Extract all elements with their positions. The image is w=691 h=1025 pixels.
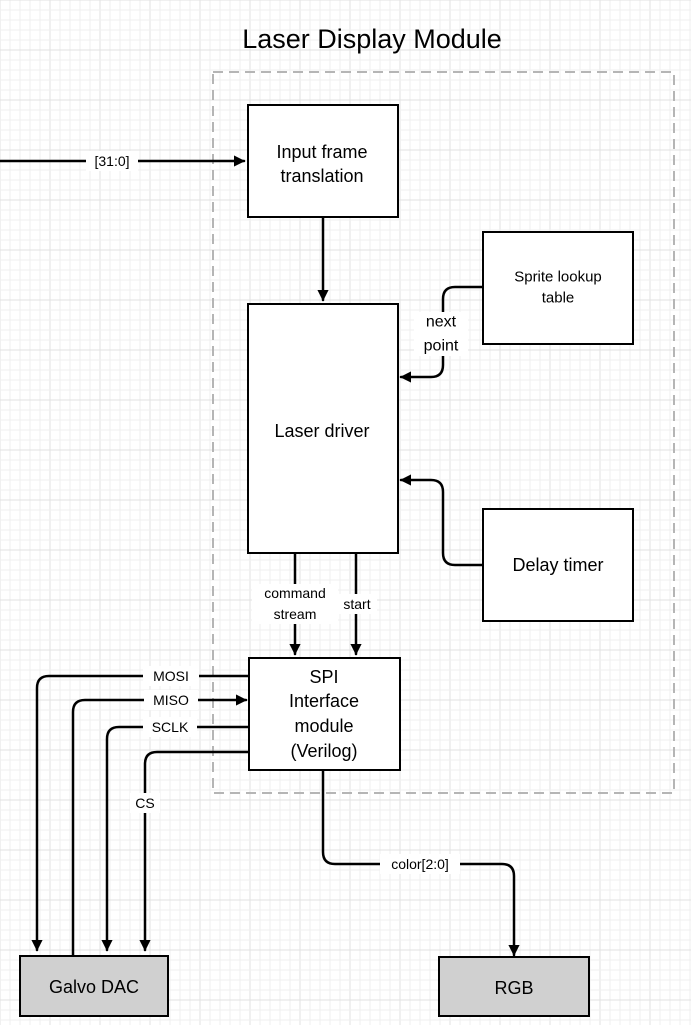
miso-wire	[71, 694, 248, 958]
start-label: start	[343, 596, 370, 612]
input-frame-block: Input frame translation	[247, 104, 399, 218]
input-frame-label-line2: translation	[280, 166, 363, 186]
sclk-wire	[101, 725, 251, 952]
rgb-block: RGB	[438, 956, 590, 1017]
color-label: color[2:0]	[391, 856, 449, 872]
input-frame-label-line1: Input frame	[276, 142, 367, 162]
cs-wire	[139, 750, 251, 952]
delay-timer-label: Delay timer	[512, 555, 603, 575]
command-stream-label-line1: command	[264, 585, 325, 601]
galvo-dac-block: Galvo DAC	[19, 955, 169, 1017]
laser-driver-label: Laser driver	[274, 421, 369, 441]
spi-interface-block: SPI Interface module (Verilog)	[248, 657, 401, 771]
input-bus-label: [31:0]	[94, 153, 129, 169]
sprite-lookup-block: Sprite lookup table	[482, 231, 634, 345]
mosi-label: MOSI	[153, 668, 189, 684]
next-point-label-line2: point	[424, 338, 459, 355]
delay-timer-wire	[399, 474, 485, 567]
next-point-label-line1: next	[426, 314, 457, 331]
sprite-lookup-label-line1: Sprite lookup	[514, 269, 602, 286]
spi-label-line4: (Verilog)	[290, 741, 357, 761]
command-stream-label-line2: stream	[274, 606, 317, 622]
sprite-lookup-label-line2: table	[542, 290, 575, 307]
spi-label-line3: module	[294, 716, 353, 736]
miso-label: MISO	[153, 692, 189, 708]
delay-timer-block: Delay timer	[482, 508, 634, 622]
galvo-dac-label: Galvo DAC	[49, 977, 139, 997]
cs-label: CS	[135, 795, 154, 811]
laser-driver-block: Laser driver	[247, 303, 399, 554]
spi-label-line1: SPI	[309, 667, 338, 687]
sclk-label: SCLK	[152, 719, 189, 735]
diagram-title: Laser Display Module	[242, 24, 502, 54]
spi-label-line2: Interface	[289, 691, 359, 711]
module-boundary	[212, 71, 675, 794]
mosi-wire	[31, 674, 251, 952]
rgb-label: RGB	[494, 978, 533, 998]
